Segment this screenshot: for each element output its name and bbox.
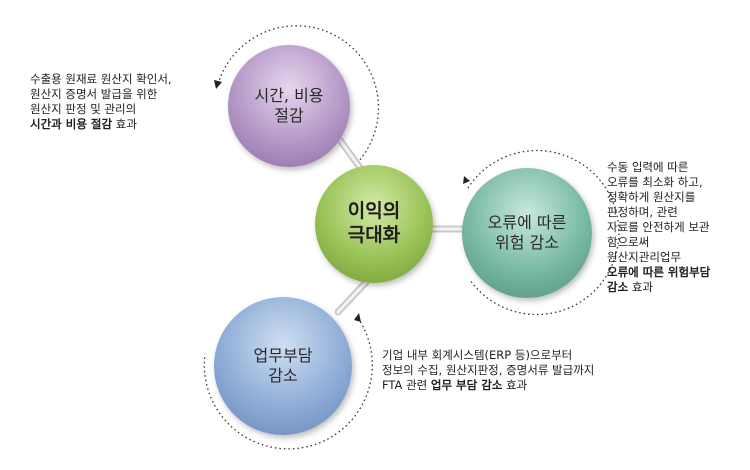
center-circle: 이익의 극대화 (315, 165, 433, 283)
benefit-label-work: 업무부담 감소 (253, 346, 313, 385)
desc-time-text: 수출용 원재료 원산지 확인서, 원산지 증명서 발급을 위한 원산지 판정 및… (30, 72, 172, 116)
arrowhead-work (354, 313, 361, 322)
arrowhead-error (463, 176, 470, 184)
desc-error-tail: 효과 (628, 280, 653, 294)
orbit-arc-work (203, 317, 373, 450)
center-label: 이익의 극대화 (347, 200, 401, 246)
desc-time-tail: 효과 (112, 117, 137, 131)
benefit-label-error: 오류에 따른 위험 감소 (487, 213, 567, 252)
benefit-desc-work: 기업 내부 회계시스템(ERP 등)으로부터 정보의 수집, 원산지판정, 증명… (382, 348, 642, 393)
benefit-circle-work: 업무부담 감소 (214, 297, 352, 435)
arrowhead-time (214, 80, 222, 89)
desc-work-emphasis: 업무 부담 감소 (430, 378, 503, 392)
desc-work-tail: 효과 (502, 378, 528, 392)
desc-work-text: 기업 내부 회계시스템(ERP 등)으로부터 정보의 수집, 원산지판정, 증명… (382, 348, 595, 392)
orbit-arc-error (467, 149, 620, 316)
desc-time-emphasis: 시간과 비용 절감 (30, 117, 113, 131)
benefit-circle-error: 오류에 따른 위험 감소 (462, 168, 592, 298)
benefit-label-time: 시간, 비용 절감 (254, 86, 324, 125)
benefit-desc-error: 수동 입력에 따른 오류를 최소화 하고, 정확하게 원산지를 판정하며, 관련… (607, 160, 743, 295)
desc-error-emphasis: 오류에 따른 위험부담 감소 (607, 265, 711, 294)
desc-error-text: 수동 입력에 따른 오류를 최소화 하고, 정확하게 원산지를 판정하며, 관련… (607, 160, 710, 264)
benefit-desc-time: 수출용 원재료 원산지 확인서, 원산지 증명서 발급을 위한 원산지 판정 및… (30, 72, 220, 132)
benefit-circle-time: 시간, 비용 절감 (228, 45, 350, 167)
orbit-arc-time (217, 25, 380, 163)
